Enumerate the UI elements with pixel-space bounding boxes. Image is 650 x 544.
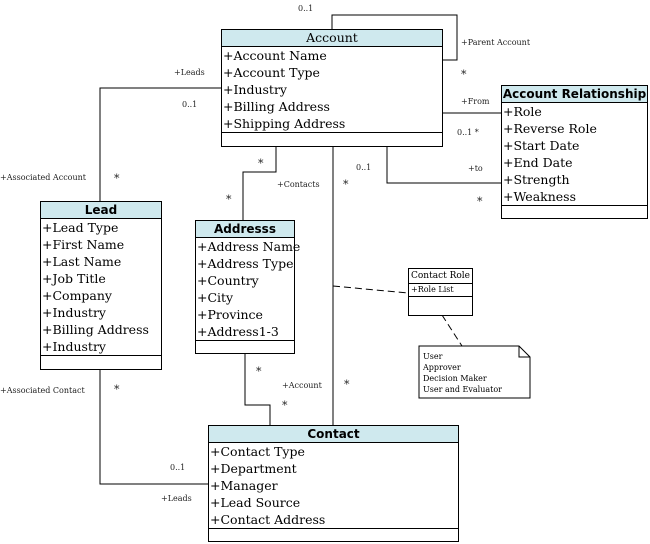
account-attribute: +Billing Address — [223, 99, 330, 114]
account-contact-multiplicity: * — [343, 178, 349, 191]
account-address-association — [242, 147, 277, 220]
account-to-multiplicity: 0..1 — [356, 163, 372, 172]
account-relationship-attribute: +Strength — [503, 172, 570, 187]
from-role-label: +From — [461, 97, 490, 106]
address-attribute: +Country — [197, 273, 259, 288]
contacts-role-label: +Contacts — [277, 180, 320, 189]
address-contact-multiplicity-top: * — [256, 365, 262, 378]
leads-multiplicity: 0..1 — [182, 100, 198, 109]
lead-class-title: Lead — [41, 202, 161, 219]
parent-account-role-label: +Parent Account — [461, 38, 531, 47]
contact-class-title: Contact — [209, 426, 458, 443]
contact-role-class[interactable]: Contact Role +Role List — [408, 268, 473, 316]
account-attributes: +Account Name +Account Type +Industry +B… — [222, 47, 442, 133]
contact-account-multiplicity: * — [344, 378, 350, 391]
note-line: User and Evaluator — [423, 385, 502, 394]
contact-role-dashed-link — [332, 285, 409, 294]
address-attribute: +Address1-3 — [197, 324, 279, 339]
address-attribute: +Address Name — [197, 239, 301, 254]
account-self-association — [331, 14, 458, 61]
contacts-multiplicity-bottom: * — [226, 193, 232, 206]
account-class-title: Account — [222, 30, 442, 47]
address-attribute: +Province — [197, 307, 263, 322]
address-contact-association — [244, 354, 271, 425]
contact-operations — [209, 529, 458, 542]
contact-attribute: +Department — [210, 461, 297, 476]
account-operations — [222, 133, 442, 146]
associated-account-multiplicity: * — [114, 172, 120, 185]
address-class-title: Addresss — [196, 221, 294, 238]
lead-operations — [41, 356, 161, 369]
address-attribute: +City — [197, 290, 234, 305]
lead-attribute: +Company — [42, 288, 112, 303]
account-attribute: +Shipping Address — [223, 116, 346, 131]
account-relationship-operations — [502, 206, 647, 219]
address-attributes: +Address Name +Address Type +Country +Ci… — [196, 238, 301, 341]
note-line: User — [423, 352, 443, 361]
address-operations — [196, 341, 294, 354]
contact-role-note: User Approver Decision Maker User and Ev… — [419, 347, 527, 397]
leads-bottom-role-label: +Leads — [161, 494, 192, 503]
account-class[interactable]: Account +Account Name +Account Type +Ind… — [221, 29, 443, 147]
account-relationship-attribute: +Reverse Role — [503, 121, 597, 136]
address-account-role-label: +Account — [282, 381, 322, 390]
account-relationship-attribute: +Start Date — [503, 138, 580, 153]
lead-attribute: +Industry — [42, 305, 106, 320]
contact-role-class-title: Contact Role — [409, 269, 472, 284]
contact-attribute: +Contact Type — [210, 444, 305, 459]
contact-role-attribute: +Role List — [409, 284, 472, 297]
lead-attribute: +First Name — [42, 237, 125, 252]
lead-contact-association — [99, 370, 209, 485]
to-role-label: +to — [468, 164, 483, 173]
lead-contact-multiplicity: 0..1 — [170, 463, 186, 472]
contact-attribute: +Manager — [210, 478, 278, 493]
address-contact-multiplicity-bottom: * — [282, 399, 288, 412]
contact-role-operations — [409, 297, 472, 308]
account-lead-association — [99, 87, 221, 201]
from-multiplicity: 0..1 * — [457, 128, 479, 137]
account-relationship-attribute: +Weakness — [503, 189, 577, 204]
contact-class[interactable]: Contact +Contact Type +Department +Manag… — [208, 425, 459, 542]
address-attribute: +Address Type — [197, 256, 294, 271]
account-relationship-to — [386, 147, 501, 184]
associated-contact-role-label: +Associated Contact — [0, 386, 85, 395]
lead-class[interactable]: Lead +Lead Type +First Name +Last Name +… — [40, 201, 162, 370]
account-relationship-class[interactable]: Account Relationship +Role +Reverse Role… — [501, 85, 648, 219]
account-attribute: +Account Type — [223, 65, 320, 80]
parent-account-multiplicity: * — [461, 68, 467, 81]
account-attribute: +Account Name — [223, 48, 327, 63]
account-relationship-attribute: +End Date — [503, 155, 573, 170]
lead-attribute: +Job Title — [42, 271, 106, 286]
associated-account-role-label: +Associated Account — [0, 173, 87, 182]
address-class[interactable]: Addresss +Address Name +Address Type +Co… — [195, 220, 301, 354]
lead-attribute: +Lead Type — [42, 220, 119, 235]
lead-attribute: +Industry — [42, 339, 106, 354]
note-line: Decision Maker — [423, 374, 487, 383]
account-relationship-attributes: +Role +Reverse Role +Start Date +End Dat… — [502, 103, 647, 206]
lead-attribute: +Billing Address — [42, 322, 149, 337]
note-shape — [418, 345, 531, 399]
to-multiplicity: * — [477, 195, 483, 208]
account-relationship-class-title: Account Relationship — [502, 86, 647, 103]
lead-attributes: +Lead Type +First Name +Last Name +Job T… — [41, 219, 161, 356]
leads-role-label: +Leads — [174, 68, 205, 77]
self-association-multiplicity: 0..1 — [298, 4, 314, 13]
note-line: Approver — [423, 363, 461, 372]
account-relationship-attribute: +Role — [503, 104, 542, 119]
contact-attributes: +Contact Type +Department +Manager +Lead… — [209, 443, 458, 529]
lead-attribute: +Last Name — [42, 254, 122, 269]
account-attribute: +Industry — [223, 82, 287, 97]
contact-attribute: +Lead Source — [210, 495, 301, 510]
note-dashed-link — [441, 314, 463, 347]
contact-attribute: +Contact Address — [210, 512, 326, 527]
associated-contact-multiplicity: * — [114, 383, 120, 396]
contacts-multiplicity-top: * — [258, 157, 264, 170]
